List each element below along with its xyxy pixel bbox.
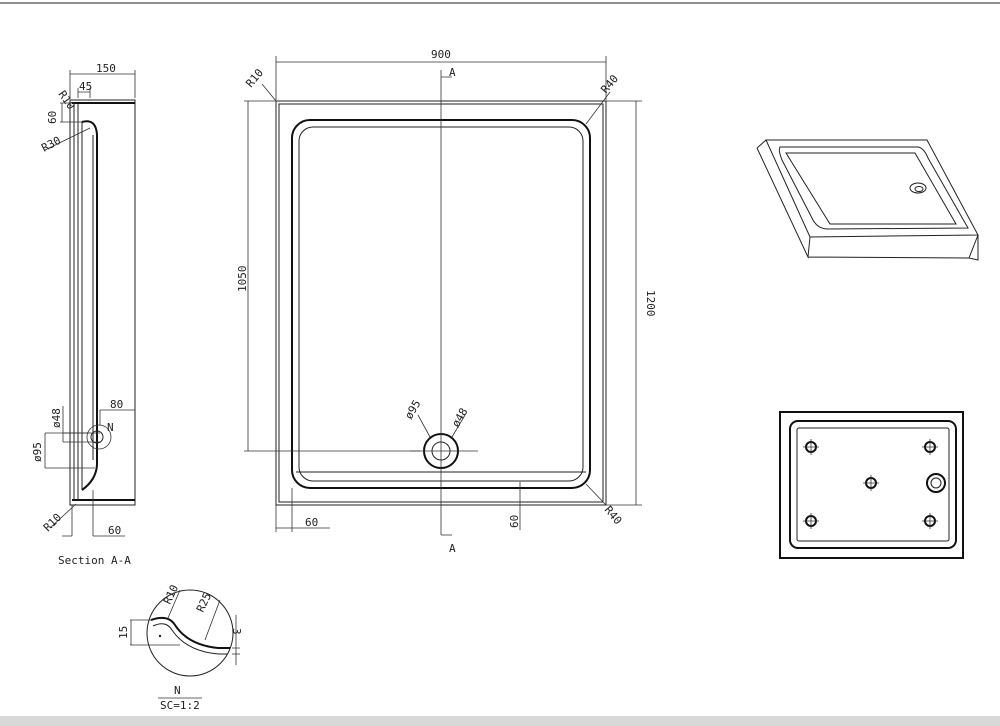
section-marker-top: A [449, 66, 456, 79]
drain-bottom [926, 473, 946, 493]
section-depth-dim: 150 [96, 62, 116, 75]
section-drain-inner: ø48 [50, 408, 63, 428]
section-marker-bottom: A [449, 542, 456, 555]
detail-height-dim: 15 [117, 626, 130, 639]
section-rim-dim: 45 [79, 80, 92, 93]
section-rim-height-dim: 60 [46, 111, 59, 124]
section-title: Section A-A [58, 554, 131, 567]
detail-radius-b: R25 [194, 591, 214, 615]
drain-outer-dim: ø95 [402, 398, 423, 422]
section-detail-marker: N [107, 421, 114, 434]
detail-view: 15 3 R10 R25 N SC=1:2 [117, 583, 243, 712]
length-dim: 1200 [644, 290, 657, 317]
detail-name: N [174, 684, 181, 697]
drain-inner-dim: ø48 [449, 406, 470, 430]
inner-radius-bottom-label: R40 [602, 504, 625, 528]
bottom-view [779, 411, 964, 559]
section-inner-radius: R30 [39, 134, 63, 155]
section-bottom-radius: R10 [41, 511, 64, 534]
section-drain-outer: ø95 [31, 442, 44, 462]
bottom-band [0, 716, 1000, 726]
section-drain-offset-dim: 80 [110, 398, 123, 411]
outer-radius-label: R10 [243, 66, 266, 90]
detail-thickness-dim: 3 [230, 628, 243, 635]
rim-bottom-dim: 60 [305, 516, 318, 529]
detail-radius-a: R10 [161, 583, 181, 607]
section-bottom-dim: 60 [108, 524, 121, 537]
plan-view: A A ø95 ø48 900 1050 1200 60 60 R10 R40 … [236, 48, 657, 555]
support-foot-holes [803, 439, 938, 529]
width-dim: 900 [431, 48, 451, 61]
section-view: N 150 45 R10 60 R30 ø48 ø95 80 R10 60 Se… [31, 62, 136, 567]
detail-scale: SC=1:2 [160, 699, 200, 712]
isometric-view [756, 139, 979, 261]
inner-length-dim: 1050 [236, 266, 249, 293]
inner-radius-top-label: R40 [598, 72, 621, 96]
rim-side-dim: 60 [508, 515, 521, 528]
